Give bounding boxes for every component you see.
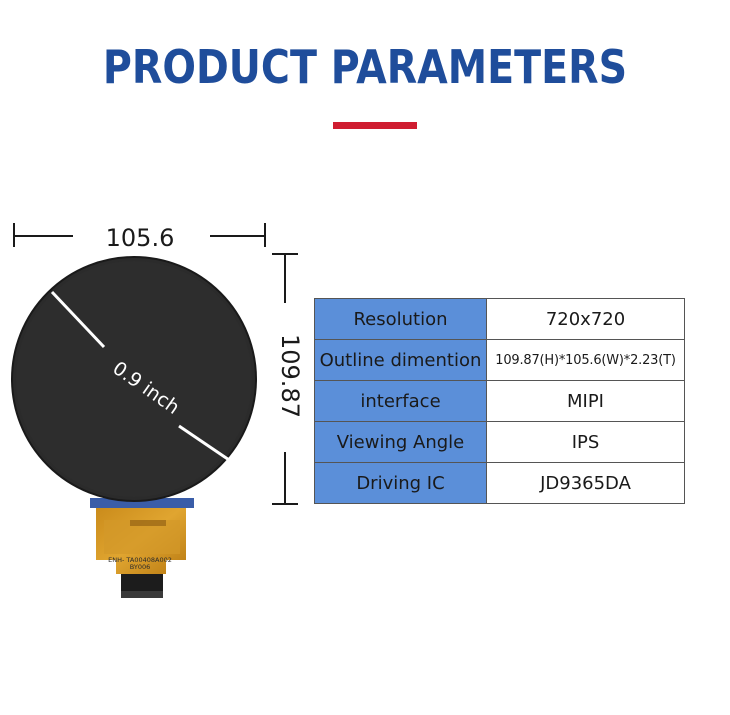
height-dim-line-top xyxy=(284,253,286,303)
title-underline xyxy=(333,122,417,129)
spec-value: IPS xyxy=(486,421,685,463)
table-row: Resolution 720x720 xyxy=(314,298,685,340)
table-row: interface MIPI xyxy=(314,380,685,422)
height-dim-tick-bottom xyxy=(272,503,298,505)
bonding-edge xyxy=(90,498,194,508)
fpc-label-line1: ENH- TA00408A002 xyxy=(108,556,172,564)
diagonal-line-lower xyxy=(178,424,239,468)
width-dimension-label: 105.6 xyxy=(105,224,175,252)
width-dim-line-left xyxy=(13,235,73,237)
spec-value: 109.87(H)*105.6(W)*2.23(T) xyxy=(486,339,685,381)
height-dim-line-bottom xyxy=(284,452,286,504)
table-row: Viewing Angle IPS xyxy=(314,421,685,463)
width-dim-line-right xyxy=(210,235,266,237)
table-row: Driving IC JD9365DA xyxy=(314,462,685,504)
spec-value: JD9365DA xyxy=(486,462,685,504)
spec-table: Resolution 720x720 Outline dimention 109… xyxy=(314,298,685,504)
spec-value: 720x720 xyxy=(486,298,685,340)
width-dim-tick-right xyxy=(264,223,266,247)
page-title: PRODUCT PARAMETERS xyxy=(102,40,628,94)
spec-label: interface xyxy=(314,380,487,422)
spec-value: MIPI xyxy=(486,380,685,422)
spec-label: Resolution xyxy=(314,298,487,340)
table-row: Outline dimention 109.87(H)*105.6(W)*2.2… xyxy=(314,339,685,381)
spec-label: Driving IC xyxy=(314,462,487,504)
spec-label: Viewing Angle xyxy=(314,421,487,463)
spec-label: Outline dimention xyxy=(314,339,487,381)
fpc-label-line2: BY006 xyxy=(130,563,150,571)
diagonal-line-upper xyxy=(50,290,106,349)
